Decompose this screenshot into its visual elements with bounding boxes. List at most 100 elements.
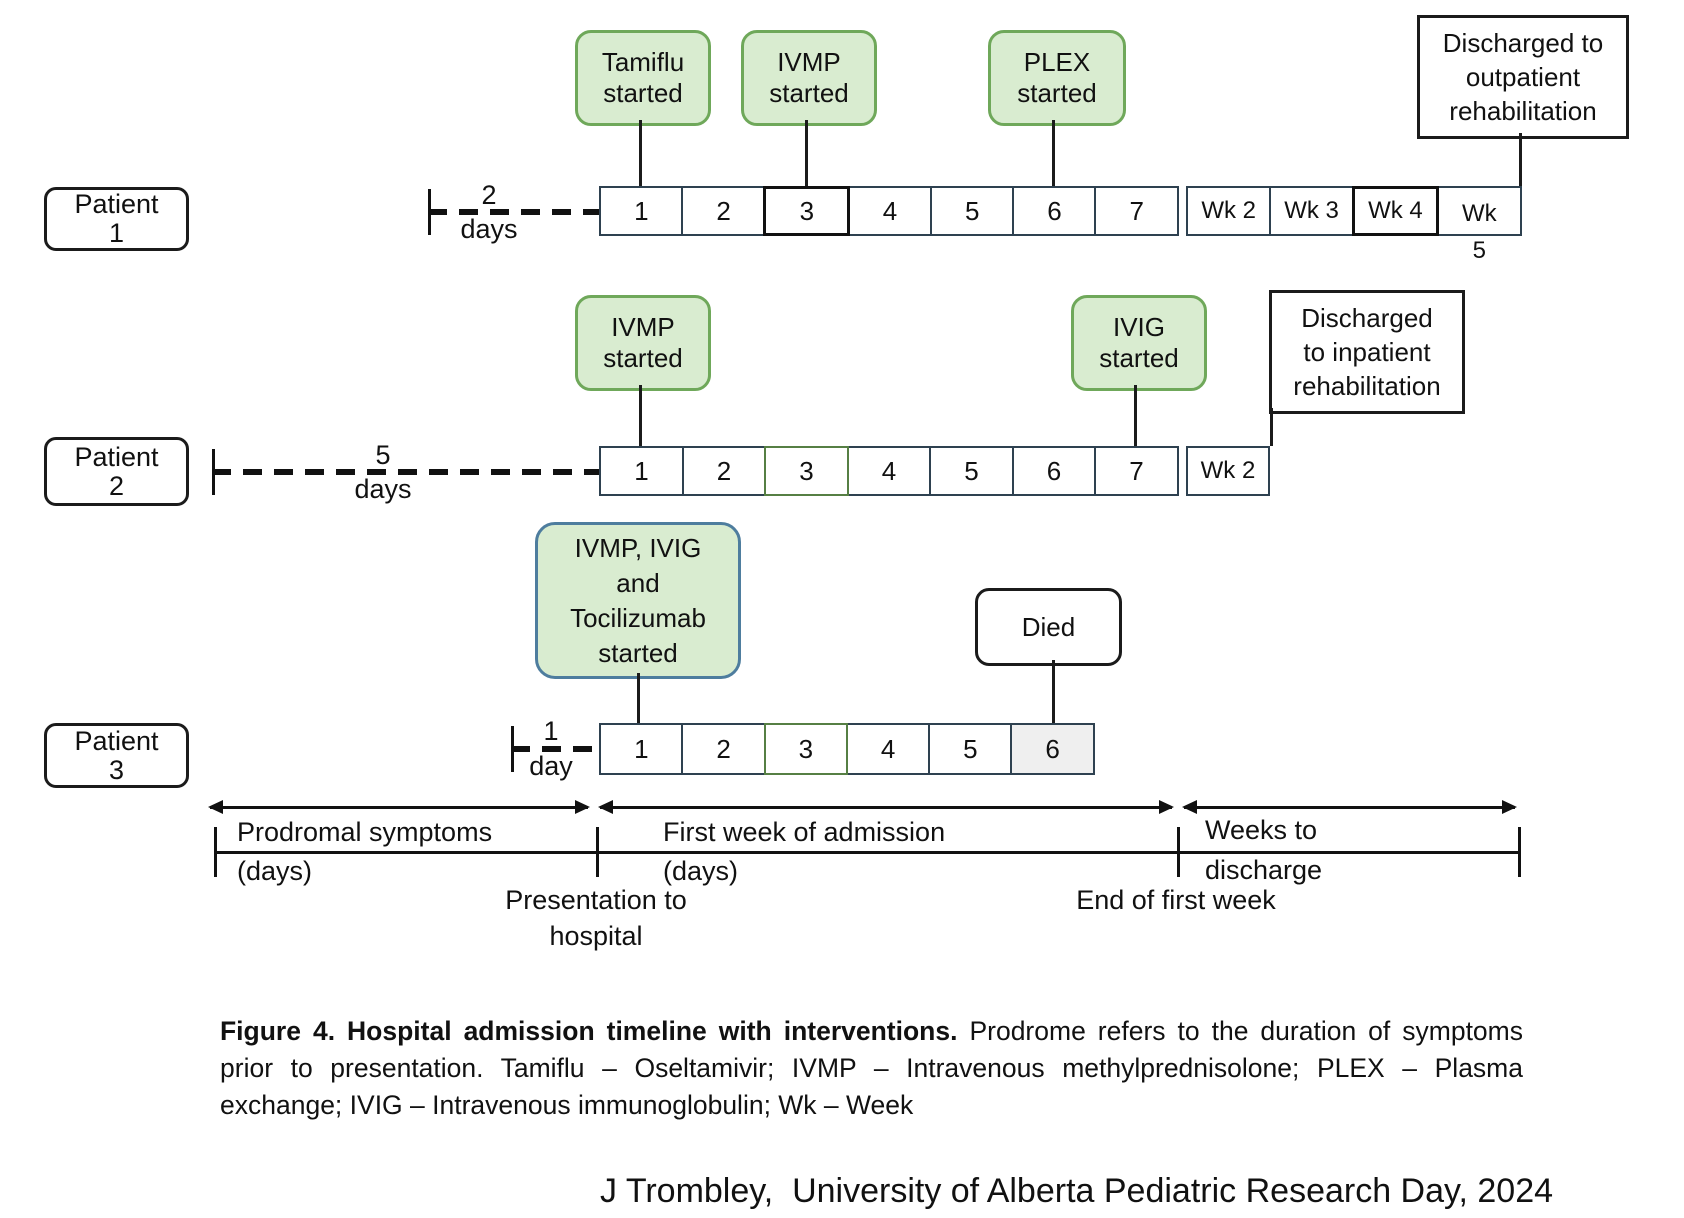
milestone-end-of-first-week: End of first week — [1076, 885, 1276, 915]
axis-arrow-first-week — [598, 800, 1174, 814]
prodrome-value-p3: 1 — [543, 716, 559, 746]
day-cell: 4 — [845, 723, 931, 775]
axis-tick — [1177, 827, 1180, 877]
axis-label-discharge: discharge — [1205, 855, 1323, 885]
day-number: 7 — [1129, 195, 1144, 226]
patient-1-label-box: Patient 1 — [44, 187, 189, 251]
day-number: 2 — [716, 455, 732, 486]
day-number: 3 — [798, 733, 814, 764]
patient-2-label: Patient 2 — [74, 441, 159, 501]
day-cell: 4 — [846, 446, 932, 496]
axis-label-prodromal-unit: (days) — [237, 856, 313, 886]
event-callout-plex: PLEX started — [988, 30, 1126, 126]
day-cell: 3 — [763, 186, 851, 236]
patient-3-label-box: Patient 3 — [44, 723, 189, 788]
axis-label-first-week-unit: (days) — [663, 856, 739, 886]
day-cell: 1 — [599, 446, 684, 496]
timeline-p1-days: 1 2 3 4 5 6 7 — [599, 186, 1180, 236]
event-label: PLEX started — [1017, 47, 1097, 108]
day-number: 5 — [965, 195, 980, 226]
outcome-box-outpatient-rehab: Discharged to outpatient rehabilitation — [1417, 15, 1629, 139]
day-cell: 3 — [763, 723, 849, 775]
event-connector — [805, 120, 808, 186]
timeline-p2-days: 1 2 3 4 5 6 7 — [599, 446, 1179, 496]
axis-arrow-prodromal — [208, 800, 590, 814]
axis-tick — [214, 827, 217, 877]
day-number: 2 — [716, 195, 731, 226]
outcome-connector — [1519, 133, 1522, 186]
axis-ruler — [215, 851, 1520, 854]
prodrome-dash-p1 — [428, 209, 599, 215]
outcome-box-died: Died — [975, 588, 1122, 666]
day-cell: 5 — [929, 186, 1015, 236]
week-label: Wk 2 — [1201, 197, 1257, 224]
event-connector — [637, 673, 640, 723]
day-cell: 6 — [1011, 446, 1097, 496]
axis-label-prodromal: Prodromal symptoms — [237, 817, 493, 847]
day-number: 4 — [882, 195, 898, 226]
event-connector — [1052, 120, 1055, 186]
day-number: 7 — [1129, 455, 1144, 486]
day-cell: 2 — [681, 186, 766, 236]
day-number: 1 — [634, 455, 649, 486]
day-number: 3 — [799, 455, 814, 486]
prodrome-dash-p3 — [511, 746, 599, 752]
prodrome-unit-p1: days — [460, 214, 518, 244]
patient-1-label: Patient 1 — [74, 189, 159, 248]
week-cell: Wk 3 — [1268, 186, 1355, 236]
day-cell: 1 — [599, 723, 684, 775]
day-number: 5 — [964, 455, 979, 486]
patient-2-label-box: Patient 2 — [44, 437, 189, 506]
event-connector — [639, 120, 642, 186]
day-cell: 5 — [928, 723, 1013, 775]
axis-arrow-weeks-to-discharge — [1182, 800, 1517, 814]
week-label: Wk 2 — [1200, 457, 1256, 484]
day-cell: 2 — [681, 446, 767, 496]
week-cell: Wk 5 — [1436, 186, 1522, 264]
day-number: 6 — [1045, 733, 1060, 764]
day-number: 4 — [881, 455, 897, 486]
figure-caption-text: Prodrome refers to the duration of sympt… — [220, 1016, 1523, 1121]
credit-line: J Trombley, University of Alberta Pediat… — [600, 1172, 1554, 1210]
outcome-box-inpatient-rehab: Discharged to inpatient rehabilitation — [1269, 290, 1465, 414]
day-number: 2 — [716, 733, 731, 764]
prodrome-value-p2: 5 — [375, 440, 391, 470]
event-label: IVMP started — [769, 47, 849, 108]
day-cell: 2 — [681, 723, 766, 775]
day-cell: 6 — [1012, 186, 1097, 236]
day-number: 3 — [799, 195, 815, 226]
figure-caption-title: Figure 4. Hospital admission timeline wi… — [220, 1016, 958, 1046]
axis-tick — [596, 827, 599, 877]
prodrome-value-p1: 2 — [481, 180, 497, 210]
event-label: IVMP started — [603, 312, 683, 373]
day-number: 6 — [1046, 455, 1062, 486]
milestone-presentation: Presentation to hospital — [505, 885, 687, 951]
figure-caption: Figure 4. Hospital admission timeline wi… — [220, 1013, 1523, 1125]
outcome-label: Discharged to outpatient rehabilitation — [1442, 28, 1604, 126]
week-label: Wk 5 — [1461, 200, 1497, 264]
event-callout-tamiflu: Tamiflu started — [575, 30, 711, 126]
week-label: Wk 3 — [1284, 197, 1339, 224]
timeline-p2-weeks: Wk 2 — [1186, 446, 1270, 496]
week-cell: Wk 4 — [1351, 186, 1440, 236]
outcome-label: Discharged to inpatient rehabilitation — [1293, 303, 1441, 401]
event-label: Tamiflu started — [601, 47, 685, 108]
event-label: IVMP, IVIG and Tocilizumab started — [570, 532, 706, 668]
day-cell: 7 — [1094, 446, 1179, 496]
event-connector — [639, 385, 642, 446]
prodrome-unit-p2: days — [354, 474, 412, 504]
day-number: 4 — [880, 733, 896, 764]
outcome-connector — [1270, 408, 1273, 446]
day-cell-died: 6 — [1010, 723, 1095, 775]
axis-label-weeks-to: Weeks to — [1205, 815, 1318, 845]
outcome-label: Died — [1021, 612, 1076, 642]
day-number: 1 — [634, 195, 649, 226]
event-callout-ivmp-p1: IVMP started — [741, 30, 877, 126]
day-cell: 3 — [764, 446, 849, 496]
week-cell: Wk 2 — [1186, 186, 1272, 236]
day-cell: 7 — [1094, 186, 1180, 236]
prodrome-dash-p2 — [212, 469, 599, 475]
day-number: 1 — [634, 733, 649, 764]
event-callout-ivmp-ivig-tocilizumab: IVMP, IVIG and Tocilizumab started — [535, 522, 741, 679]
